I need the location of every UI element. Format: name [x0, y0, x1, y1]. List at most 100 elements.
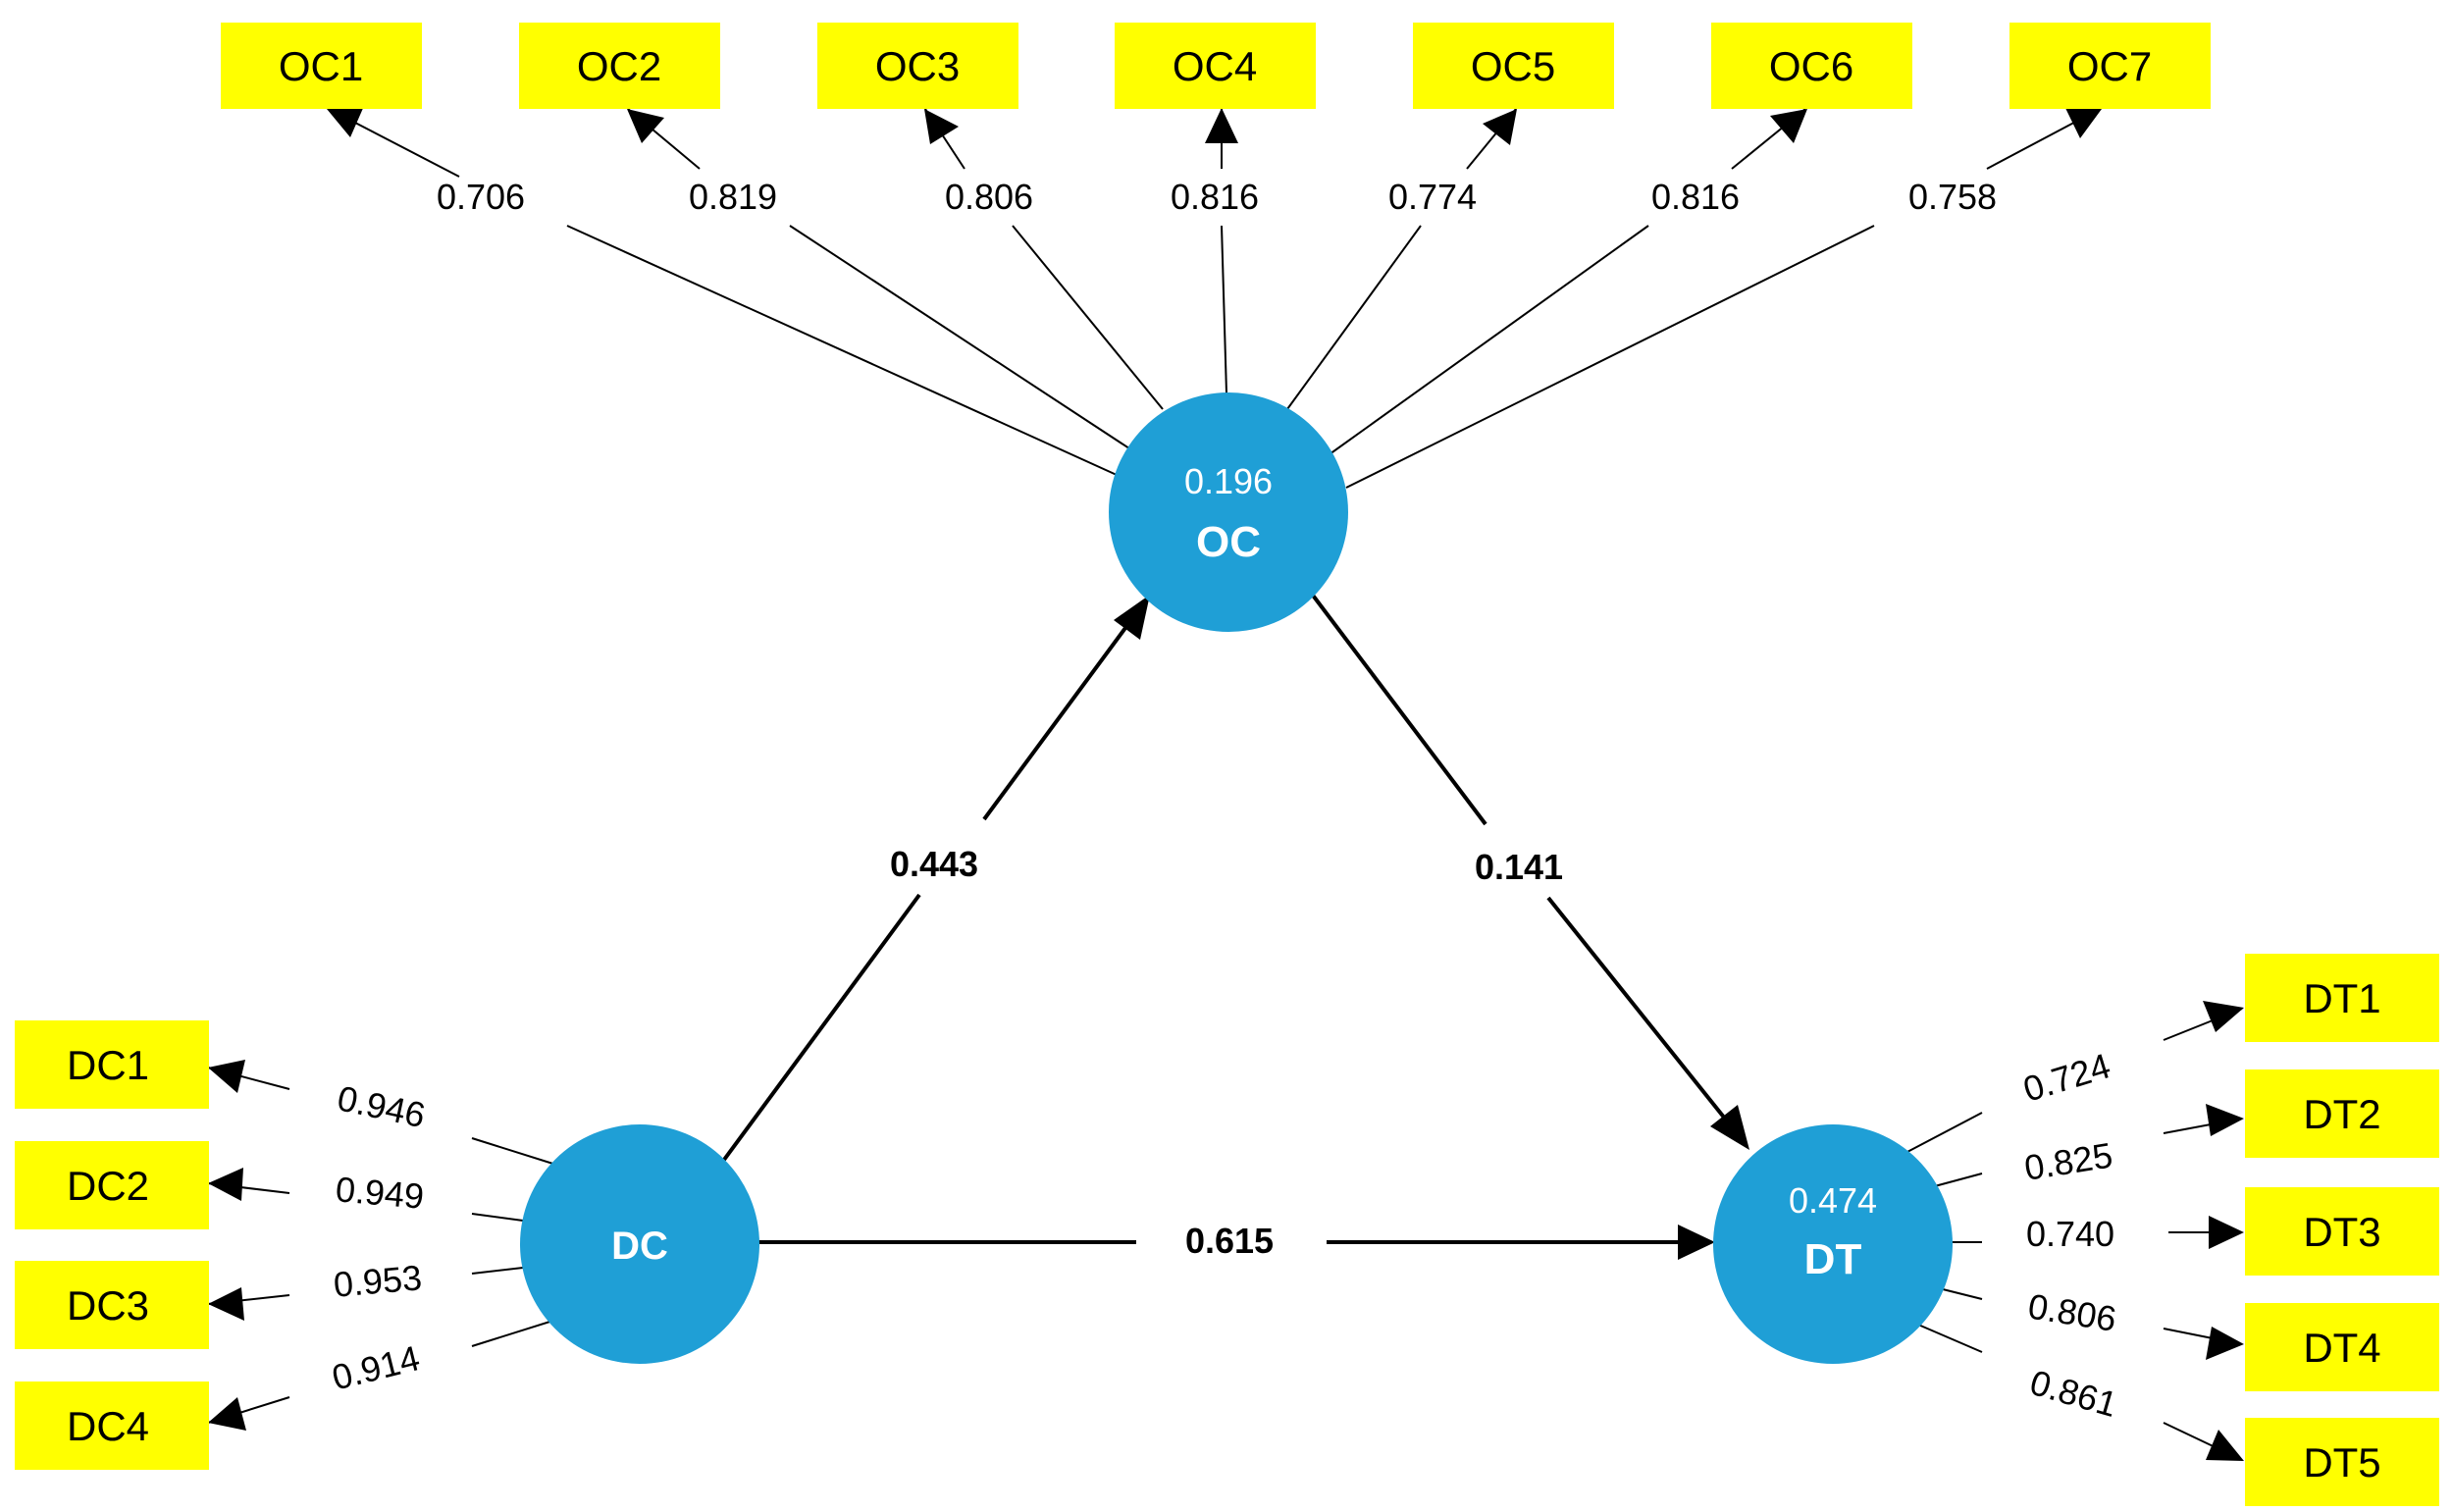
loading-label-dt3: 0.740	[2026, 1214, 2114, 1254]
latent-circle-dc	[520, 1124, 759, 1364]
indicator-label-oc3: OC3	[875, 43, 960, 89]
latent-dt[interactable]: 0.474 DT	[1713, 1124, 1953, 1364]
indicator-dt5[interactable]: DT5	[2245, 1418, 2439, 1506]
latent-name-oc: OC	[1196, 518, 1261, 566]
loading-line-dc3-lower	[471, 1267, 524, 1275]
arrowhead-oc2	[627, 109, 664, 143]
loading-line-dc1-lower	[471, 1137, 560, 1167]
indicator-box-oc1	[221, 23, 422, 109]
latent-circle-oc	[1109, 392, 1348, 632]
arrowhead-oc5	[1483, 109, 1517, 145]
latent-name-dt: DT	[1804, 1235, 1862, 1283]
arrowhead-dc2	[208, 1168, 243, 1201]
loading-line-dc2-lower	[471, 1213, 524, 1222]
indicator-box-dt3	[2245, 1187, 2439, 1276]
oc-loading-arrowheads	[327, 106, 2102, 145]
arrowhead-oc7	[2064, 106, 2102, 138]
arrowhead-dt5	[2206, 1430, 2244, 1461]
latent-circle-dt	[1713, 1124, 1953, 1364]
arrowhead-oc6	[1770, 109, 1807, 143]
loading-label-oc4: 0.816	[1171, 177, 1259, 217]
loading-line-oc3-lower	[1012, 225, 1164, 410]
loading-line-dc4-lower	[471, 1318, 560, 1347]
indicator-box-oc6	[1711, 23, 1912, 109]
indicator-label-oc5: OC5	[1471, 43, 1555, 89]
arrowhead-dc3	[208, 1287, 244, 1321]
path-coefficient-dc-oc: 0.443	[890, 844, 978, 884]
indicator-dc1[interactable]: DC1	[15, 1020, 209, 1109]
dc-indicator-boxes: DC1 DC2 DC3 DC4	[15, 1020, 209, 1470]
indicator-oc2[interactable]: OC2	[519, 23, 720, 109]
indicator-label-dt2: DT2	[2303, 1091, 2380, 1137]
loading-label-oc1: 0.706	[437, 177, 525, 217]
indicator-dt3[interactable]: DT3	[2245, 1187, 2439, 1276]
arrowhead-dc1	[208, 1060, 245, 1093]
arrowhead-dt3	[2209, 1216, 2244, 1249]
indicator-box-dc4	[15, 1382, 209, 1470]
indicator-label-oc2: OC2	[577, 43, 661, 89]
loading-label-dc2: 0.949	[334, 1169, 425, 1217]
indicator-dc4[interactable]: DC4	[15, 1382, 209, 1470]
indicator-label-dt5: DT5	[2303, 1439, 2380, 1486]
indicator-box-dt4	[2245, 1303, 2439, 1391]
indicator-oc3[interactable]: OC3	[817, 23, 1018, 109]
indicator-oc4[interactable]: OC4	[1115, 23, 1316, 109]
dc-loading-labels: 0.946 0.949 0.953 0.914	[328, 1077, 429, 1397]
path-oc-dt-upper	[1309, 591, 1487, 826]
indicator-dc2[interactable]: DC2	[15, 1141, 209, 1229]
arrowhead-oc3	[924, 109, 959, 144]
arrowhead-oc4	[1205, 108, 1238, 143]
indicator-box-oc7	[2009, 23, 2211, 109]
arrowhead-oc1	[327, 106, 364, 137]
indicator-box-oc5	[1413, 23, 1614, 109]
loading-line-oc7-lower	[1345, 225, 1875, 489]
arrowhead-dt2	[2206, 1104, 2244, 1136]
r-squared-oc: 0.196	[1184, 461, 1273, 501]
indicator-oc5[interactable]: OC5	[1413, 23, 1614, 109]
loading-label-oc3: 0.806	[945, 177, 1033, 217]
indicator-label-oc6: OC6	[1769, 43, 1853, 89]
loading-label-oc6: 0.816	[1651, 177, 1740, 217]
path-coefficient-dc-dt: 0.615	[1185, 1221, 1274, 1261]
indicator-label-dc3: DC3	[67, 1282, 149, 1329]
latent-dc[interactable]: DC	[520, 1124, 759, 1364]
loading-label-oc5: 0.774	[1388, 177, 1477, 217]
indicator-label-dt3: DT3	[2303, 1209, 2380, 1255]
path-dc-oc-lower	[719, 893, 921, 1166]
loading-line-dt4-lower	[1942, 1288, 1983, 1300]
indicator-dt4[interactable]: DT4	[2245, 1303, 2439, 1391]
indicator-oc7[interactable]: OC7	[2009, 23, 2211, 109]
indicator-label-dc4: DC4	[67, 1403, 149, 1449]
path-coefficient-oc-dt: 0.141	[1475, 847, 1563, 887]
loading-label-dt4: 0.806	[2025, 1285, 2118, 1339]
loading-line-dt2-lower	[1930, 1173, 1983, 1188]
indicator-box-oc4	[1115, 23, 1316, 109]
indicator-dt1[interactable]: DT1	[2245, 954, 2439, 1042]
path-dc-dt-arrowhead	[1678, 1225, 1715, 1260]
dt-loading-labels: 0.724 0.825 0.740 0.806 0.861	[2018, 1045, 2121, 1425]
indicator-dt2[interactable]: DT2	[2245, 1069, 2439, 1158]
oc-indicator-boxes: OC1 OC2 OC3 OC4 OC5 OC6 OC7	[221, 23, 2211, 109]
arrowhead-dt1	[2203, 1001, 2244, 1032]
indicator-box-oc2	[519, 23, 720, 109]
path-dc-oc-upper	[982, 611, 1138, 821]
loading-line-oc6-lower	[1329, 225, 1649, 455]
latent-name-dc: DC	[611, 1225, 668, 1268]
loading-label-dt5: 0.861	[2025, 1362, 2121, 1425]
indicator-label-dc2: DC2	[67, 1163, 149, 1209]
loading-label-dt2: 0.825	[2021, 1134, 2114, 1188]
loading-line-dt5-lower	[1917, 1324, 1983, 1353]
indicator-dc3[interactable]: DC3	[15, 1261, 209, 1349]
indicator-box-dc2	[15, 1141, 209, 1229]
loading-label-oc2: 0.819	[689, 177, 777, 217]
indicator-box-dt2	[2245, 1069, 2439, 1158]
dt-loading-arrowheads	[2203, 1001, 2244, 1461]
latent-oc[interactable]: 0.196 OC	[1109, 392, 1348, 632]
indicator-oc1[interactable]: OC1	[221, 23, 422, 109]
indicator-box-oc3	[817, 23, 1018, 109]
indicator-box-dt5	[2245, 1418, 2439, 1506]
indicator-oc6[interactable]: OC6	[1711, 23, 1912, 109]
path-dc-oc-arrowhead	[1114, 595, 1150, 640]
structural-paths	[719, 591, 1749, 1260]
